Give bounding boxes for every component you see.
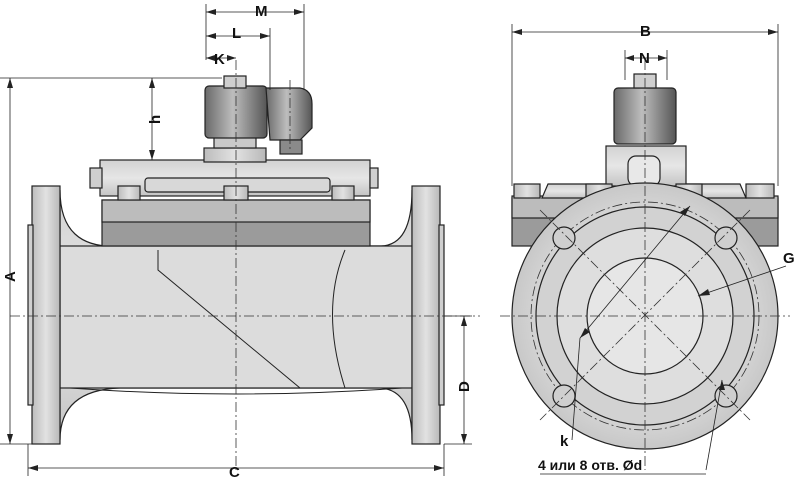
front-bolt-4 [745,183,775,199]
front-view: B N G k 4 или 8 отв. Ø [500,23,795,475]
dimension-label-D: D [456,381,473,392]
dimension-label-k: k [560,433,569,450]
solenoid-coil [204,85,268,139]
dimension-label-h: h [147,115,164,124]
dimension-label-M: M [255,3,268,20]
dimension-N [624,50,668,80]
right-flange [411,185,441,445]
bolt-hole-2 [714,226,738,250]
dimension-label-L: L [232,25,241,42]
dimension-h [145,78,200,161]
hole-note-leader [540,379,725,475]
right-flange-face [438,224,445,406]
dimension-C [27,444,445,476]
dimension-K [206,55,236,61]
dimension-label-K: K [214,51,225,68]
dimension-k [571,205,691,441]
body-curve [332,249,346,389]
dimension-label-A: A [2,271,19,282]
coil-base [203,147,267,163]
side-view: A h C D [0,3,480,481]
front-diag-2 [539,209,751,421]
cover-left-stub [89,167,103,189]
left-flange-face [27,224,34,406]
hole-note: 4 или 8 отв. Ød [538,457,642,473]
seat-line [157,250,301,389]
cover-right-stub [369,167,379,189]
cable-gland [279,139,303,155]
bolt-right [331,185,355,201]
dimension-label-C: C [229,464,240,481]
left-flange [31,185,61,445]
dimension-label-G: G [783,250,795,267]
dimension-L [206,28,271,90]
dimension-A [0,77,222,445]
front-bolt-1 [513,183,541,199]
dimension-label-N: N [639,50,650,67]
dimension-B [511,24,779,186]
dimension-G [697,265,787,297]
front-boss-slot [627,155,661,187]
bolt-hole-1 [552,226,576,250]
bolt-left [117,185,141,201]
dimension-label-B: B [640,23,651,40]
connector-plug [265,87,313,141]
dimension-D [444,315,472,445]
coil-nut [223,75,247,89]
dimension-M [205,4,305,90]
